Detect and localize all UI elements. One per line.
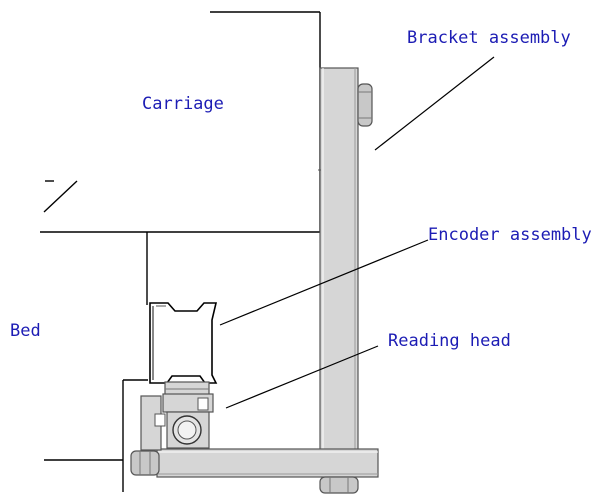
carriage-outline — [40, 11, 321, 233]
encoder-scale — [149, 302, 218, 384]
bed-label: Bed — [10, 321, 41, 341]
cut-mark — [43, 180, 78, 213]
foot-bottom-screw — [319, 476, 359, 494]
head-mount-plate — [140, 395, 166, 451]
foot-left-screw — [130, 450, 160, 476]
encoder-assembly-label: Encoder assembly — [428, 225, 592, 245]
bracket-top-screw — [357, 83, 373, 127]
reading-head-leader — [225, 345, 379, 409]
bracket-assembly-label: Bracket assembly — [407, 28, 571, 48]
leader-lines — [219, 56, 495, 409]
encoder-leader — [219, 239, 429, 326]
bracket-foot — [156, 448, 379, 478]
reading-head-label: Reading head — [388, 331, 511, 351]
bracket-post — [318, 67, 359, 451]
reading-head — [162, 381, 214, 449]
bracket-leader — [374, 56, 495, 151]
carriage-label: Carriage — [142, 94, 224, 114]
bed-outline — [44, 232, 148, 492]
